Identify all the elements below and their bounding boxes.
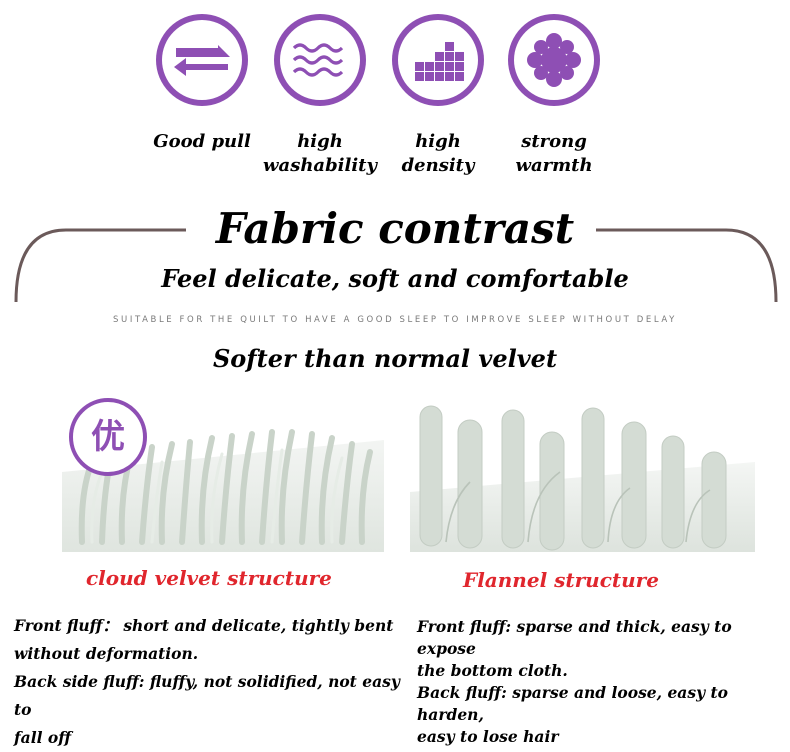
description-line: without deformation. <box>14 644 199 663</box>
premium-badge-char: 优 <box>91 417 125 457</box>
comparison-title: Softer than normal velvet <box>212 344 558 373</box>
waves-icon <box>274 14 366 106</box>
feature-density: high density <box>378 14 498 178</box>
feature-label: strong warmth <box>515 131 593 176</box>
title-frame <box>14 228 778 303</box>
description-line: Back side fluff: fluffy, not solidified,… <box>14 672 400 719</box>
arrows-exchange-icon <box>156 14 248 106</box>
feature-row: Good pull high washability high density <box>153 14 630 184</box>
flannel-label: Flannel structure <box>463 568 659 592</box>
feature-label: Good pull <box>153 131 251 152</box>
feature-washability: high washability <box>260 14 380 178</box>
page-subtitle: Feel delicate, soft and comfortable <box>161 264 629 293</box>
description-line: the bottom cloth. <box>417 661 568 680</box>
description-line: fall off <box>14 728 72 747</box>
feature-good-pull: Good pull <box>142 14 262 154</box>
description-line: Front fluff: sparse and thick, easy to e… <box>417 617 732 658</box>
page-title: Fabric contrast <box>215 204 575 253</box>
flannel-description: Front fluff: sparse and thick, easy to e… <box>417 616 787 748</box>
feature-label: high washability <box>263 131 377 176</box>
flannel-illustration <box>410 392 755 552</box>
cloud-velvet-description: Front fluff： short and delicate, tightly… <box>14 612 404 752</box>
cloud-velvet-label: cloud velvet structure <box>86 566 332 590</box>
tagline: SUITABLE FOR THE QUILT TO HAVE A GOOD SL… <box>113 315 677 325</box>
description-line: easy to lose hair <box>417 727 559 746</box>
flower-warmth-icon <box>508 14 600 106</box>
description-line: Back fluff: sparse and loose, easy to ha… <box>417 683 728 724</box>
description-line: Front fluff： short and delicate, tightly… <box>14 616 394 635</box>
feature-label: high density <box>401 131 475 176</box>
feature-warmth: strong warmth <box>494 14 614 178</box>
premium-badge: 优 <box>69 398 147 476</box>
blocks-density-icon <box>392 14 484 106</box>
